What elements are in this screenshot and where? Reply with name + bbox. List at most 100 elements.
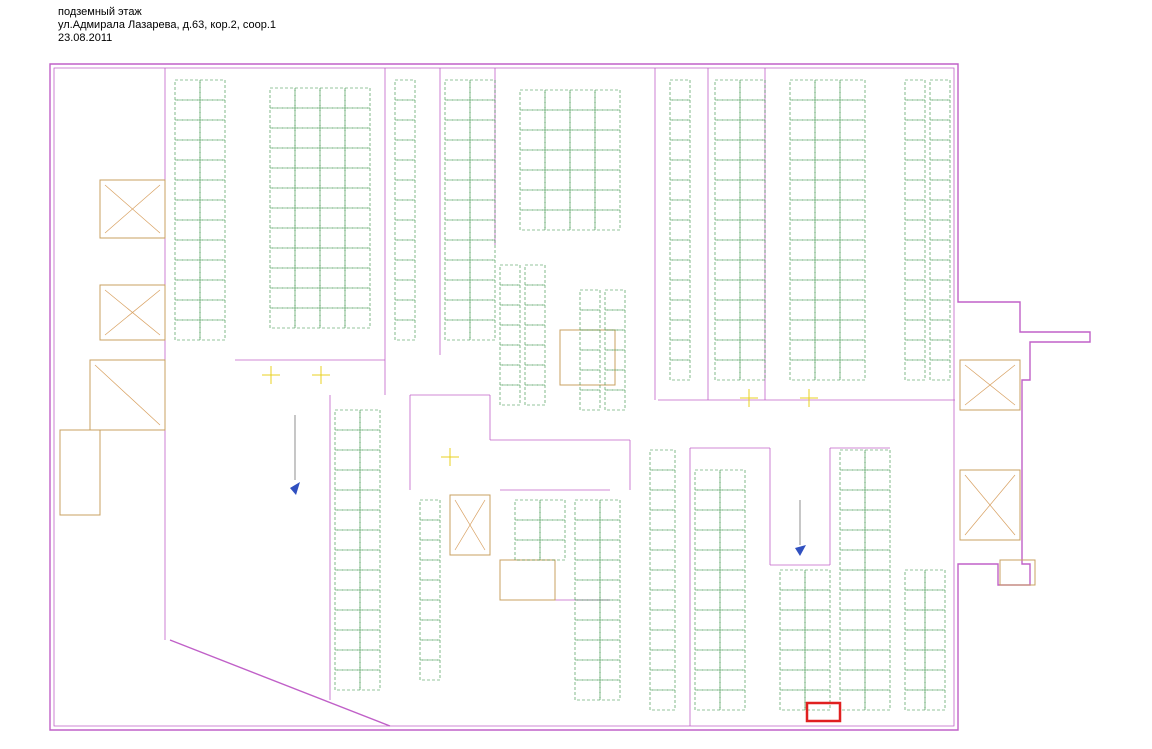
parking-stall	[739, 179, 766, 201]
parking-stall	[714, 119, 741, 141]
parking-stall	[359, 449, 381, 471]
parking-stall	[524, 344, 546, 366]
parking-stall	[174, 319, 201, 341]
parking-stall	[924, 629, 946, 651]
parking-stall	[524, 364, 546, 386]
parking-stall	[599, 679, 621, 701]
parking-stall	[714, 299, 741, 321]
parking-stall	[669, 319, 691, 341]
parking-stall	[469, 259, 496, 281]
parking-stall	[814, 359, 841, 381]
parking-stall	[714, 339, 741, 361]
parking-stall	[344, 187, 371, 209]
parking-stall	[199, 299, 226, 321]
parking-stall	[839, 199, 866, 221]
parking-stall	[319, 247, 346, 269]
parking-stall	[519, 109, 546, 131]
parking-stall	[779, 649, 806, 671]
parking-stall	[319, 207, 346, 229]
parking-stall	[779, 669, 806, 691]
parking-stall	[864, 489, 891, 511]
parking-stall	[904, 569, 926, 591]
parking-stall	[444, 99, 471, 121]
parking-stall	[669, 179, 691, 201]
parking-stall	[904, 239, 926, 261]
parking-stall	[499, 304, 521, 326]
parking-stall	[839, 119, 866, 141]
parking-stall	[544, 129, 571, 151]
parking-stall	[294, 307, 321, 329]
parking-stall	[904, 339, 926, 361]
parking-stall	[294, 107, 321, 129]
parking-stall	[269, 167, 296, 189]
parking-stall	[594, 169, 621, 191]
parking-stall	[694, 589, 721, 611]
parking-stall	[334, 409, 361, 431]
parking-stall	[599, 559, 621, 581]
parking-stall	[514, 499, 541, 521]
parking-stall	[569, 209, 596, 231]
parking-stall	[599, 579, 621, 601]
parking-stall	[864, 689, 891, 711]
parking-stall	[359, 589, 381, 611]
parking-stall	[649, 489, 676, 511]
parking-stall	[814, 279, 841, 301]
parking-stall	[839, 339, 866, 361]
parking-stall	[739, 219, 766, 241]
parking-stall	[789, 219, 816, 241]
parking-stall	[394, 319, 416, 341]
parking-stall	[789, 99, 816, 121]
parking-stall	[694, 509, 721, 531]
parking-stall	[344, 107, 371, 129]
parking-stall	[359, 609, 381, 631]
parking-stall	[499, 364, 521, 386]
parking-stall	[649, 469, 676, 491]
parking-stall	[174, 279, 201, 301]
parking-stall	[319, 287, 346, 309]
parking-stall	[599, 639, 621, 661]
parking-stall	[929, 179, 951, 201]
parking-spaces	[174, 79, 951, 711]
parking-stall	[669, 339, 691, 361]
parking-stall	[294, 227, 321, 249]
parking-stall	[419, 619, 441, 641]
parking-stall	[864, 649, 891, 671]
parking-stall	[579, 369, 601, 391]
parking-stall	[779, 589, 806, 611]
parking-stall	[669, 239, 691, 261]
parking-stall	[334, 449, 361, 471]
parking-stall	[599, 499, 621, 521]
parking-stall	[779, 609, 806, 631]
parking-stall	[594, 109, 621, 131]
address-line: ул.Адмирала Лазарева, д.63, кор.2, соор.…	[58, 19, 277, 31]
parking-stall	[319, 127, 346, 149]
parking-stall	[394, 159, 416, 181]
parking-stall	[294, 187, 321, 209]
parking-stall	[839, 219, 866, 241]
parking-stall	[929, 299, 951, 321]
parking-stall	[514, 539, 541, 561]
parking-stall	[839, 509, 866, 531]
parking-stall	[334, 509, 361, 531]
stair-blocks	[59, 179, 1036, 601]
parking-stall	[579, 349, 601, 371]
parking-stall	[714, 99, 741, 121]
parking-stall	[814, 99, 841, 121]
parking-stall	[839, 569, 866, 591]
parking-stall	[569, 109, 596, 131]
parking-stall	[574, 499, 601, 521]
selected-parking-space[interactable]	[805, 701, 842, 723]
parking-stall	[804, 689, 831, 711]
parking-stall	[319, 107, 346, 129]
parking-stall	[814, 79, 841, 101]
parking-stall	[929, 259, 951, 281]
parking-stall	[789, 199, 816, 221]
parking-stall	[334, 649, 361, 671]
parking-stall	[334, 569, 361, 591]
parking-stall	[539, 499, 566, 521]
parking-stall	[574, 639, 601, 661]
parking-stall	[574, 619, 601, 641]
parking-stall	[864, 629, 891, 651]
parking-stall	[804, 569, 831, 591]
parking-stall	[344, 287, 371, 309]
